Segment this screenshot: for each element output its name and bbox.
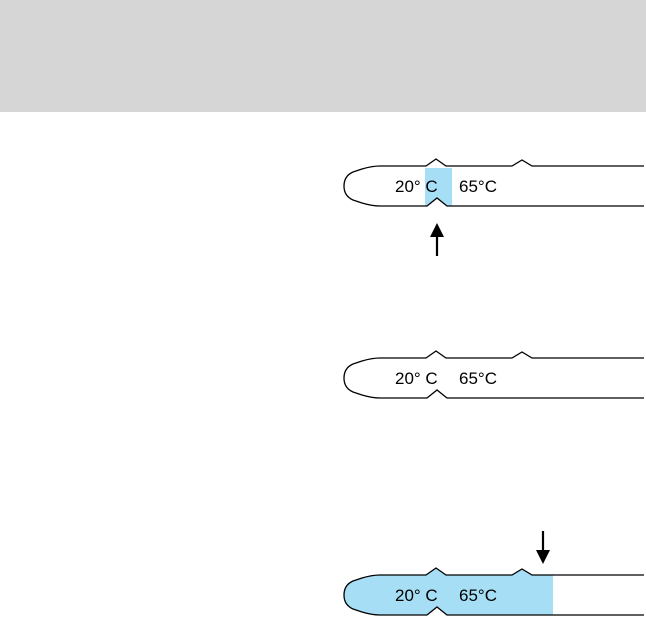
dipstick-2: 20° C 65°C xyxy=(344,351,644,398)
dipstick-1: 20° C 65°C xyxy=(344,159,644,256)
dipstick-1-cold-label: 20° C xyxy=(395,177,438,196)
dipstick-3-cold-label: 20° C xyxy=(395,586,438,605)
dipstick-2-cold-label: 20° C xyxy=(395,369,438,388)
dipstick-3: 20° C 65°C xyxy=(344,531,644,615)
arrow-down-icon xyxy=(536,531,550,564)
dipstick-1-hot-label: 65°C xyxy=(459,177,497,196)
arrow-up-icon xyxy=(430,223,444,256)
dipstick-2-hot-label: 65°C xyxy=(459,369,497,388)
dipstick-3-hot-label: 65°C xyxy=(459,586,497,605)
